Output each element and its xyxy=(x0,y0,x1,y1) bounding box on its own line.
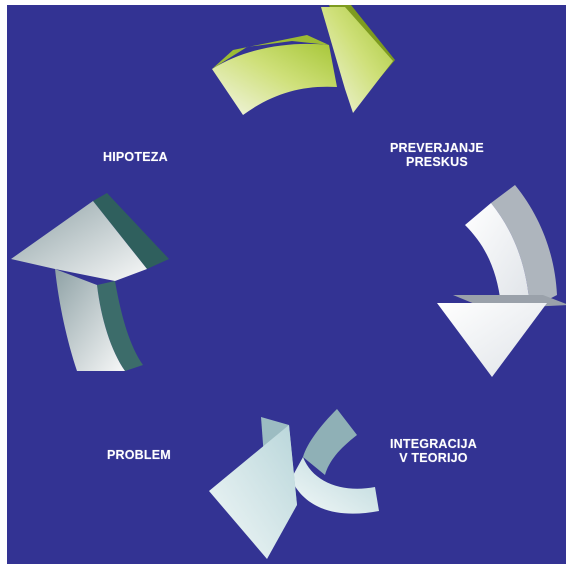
label-preverjanje-preskus: PREVERJANJE PRESKUS xyxy=(390,141,484,169)
label-integracija-v-teorijo: INTEGRACIJA V TEORIJO xyxy=(390,437,477,465)
arrow-left-side xyxy=(97,281,143,371)
integracija-line-2: V TEORIJO xyxy=(399,451,468,465)
arrow-left-body xyxy=(55,269,125,371)
cycle-diagram: HIPOTEZA PREVERJANJE PRESKUS INTEGRACIJA… xyxy=(7,5,566,564)
arrow-bottom-body xyxy=(291,457,379,514)
arrow-left-head xyxy=(11,201,147,281)
problem-text: PROBLEM xyxy=(107,448,171,462)
arrow-bottom-side xyxy=(303,409,357,475)
hipoteza-text: HIPOTEZA xyxy=(103,150,168,164)
arrow-top-top-face xyxy=(212,35,329,69)
arrow-top-green xyxy=(212,5,395,116)
arrows-layer xyxy=(11,5,566,559)
arrow-left-head-side xyxy=(93,193,169,269)
arrow-bottom-cyan xyxy=(209,409,379,559)
preverjanje-line-2: PRESKUS xyxy=(406,155,468,169)
arrow-left-gray xyxy=(11,193,169,371)
label-hipoteza: HIPOTEZA xyxy=(103,150,168,164)
label-problem: PROBLEM xyxy=(107,448,171,462)
preverjanje-line-1: PREVERJANJE xyxy=(390,141,484,155)
integracija-line-1: INTEGRACIJA xyxy=(390,437,477,451)
arrow-right-body xyxy=(465,203,530,309)
arrow-right-white xyxy=(437,185,566,377)
arrow-top-head xyxy=(321,7,393,113)
arrow-top-body xyxy=(212,43,337,116)
arrow-right-head xyxy=(437,303,547,377)
arrow-right-side xyxy=(491,185,557,309)
arrow-bottom-head xyxy=(209,425,297,559)
